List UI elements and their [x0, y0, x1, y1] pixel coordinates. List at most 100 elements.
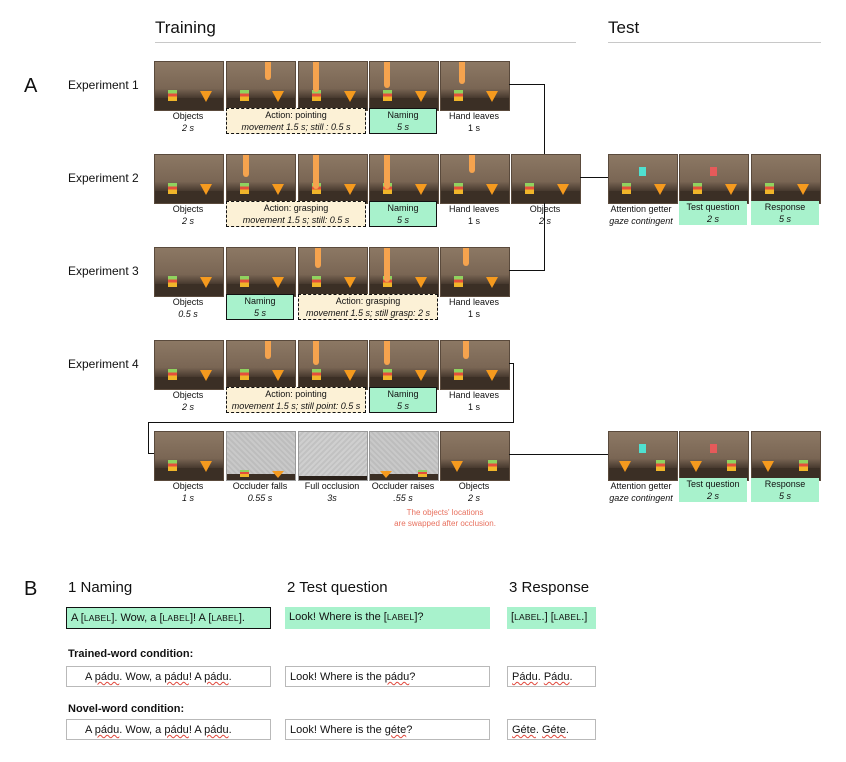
- exp3-frame-naming: [226, 247, 296, 297]
- text: ! A: [193, 612, 209, 624]
- caption-text: Action: pointing: [265, 110, 327, 120]
- connector-exp3-h: [509, 270, 545, 271]
- caption-text: Occluder raises: [371, 481, 435, 491]
- caption-text: Naming: [387, 110, 419, 120]
- caption-duration: 2 s: [181, 402, 194, 412]
- caption-duration: 2 s: [467, 493, 480, 503]
- caption-text: Response: [764, 479, 806, 489]
- swap-note-line-1: The objects' locations: [406, 508, 484, 517]
- caption-text: Hand leaves: [448, 204, 500, 214]
- caption-text: Action: grasping: [335, 296, 401, 306]
- template-naming: A [LABEL]. Wow, a [LABEL]! A [LABEL].: [66, 607, 271, 629]
- exp4-caption-naming: Naming 5 s: [369, 387, 437, 413]
- word: pádu: [164, 724, 189, 736]
- caption-text: Naming: [387, 389, 419, 399]
- text: .: [569, 671, 573, 683]
- caption-duration: 2 s: [706, 491, 719, 501]
- col-response-header: 3 Response: [509, 579, 590, 596]
- caption-duration: 1 s: [467, 402, 480, 412]
- word: Pádu: [543, 671, 570, 683]
- caption-duration: 1 s: [467, 216, 480, 226]
- text: ! A: [188, 724, 205, 736]
- novel-heading: Novel-word condition:: [68, 703, 185, 715]
- test2-frame-question: [679, 431, 749, 481]
- trained-heading: Trained-word condition:: [68, 648, 194, 660]
- caption-text: Occluder falls: [232, 481, 288, 491]
- label-token: LABEL: [162, 613, 190, 623]
- caption-text: Hand leaves: [448, 297, 500, 307]
- word: Géte: [512, 724, 536, 736]
- exp4-frame-occluder-raises: [369, 431, 439, 481]
- connector-exp1-h: [509, 84, 545, 85]
- exp2-frame-action-2: [298, 154, 368, 204]
- exp3-caption-action: Action: grasping movement 1.5 s; still gr…: [298, 294, 438, 320]
- caption-duration: 5 s: [778, 214, 791, 224]
- exp3-frame-objects: [154, 247, 224, 297]
- text: . Wow, a: [119, 724, 165, 736]
- test-header: Test: [608, 18, 640, 37]
- caption-text: Full occlusion: [304, 481, 360, 491]
- exp4-frame-full-occlusion: [298, 431, 368, 481]
- exp4-frame-hand-leaves: [440, 340, 510, 390]
- text: . Wow, a: [119, 671, 165, 683]
- connector-exp3-v: [544, 203, 545, 271]
- caption-duration: 5 s: [778, 491, 791, 501]
- exp1-frame-action: [226, 61, 296, 111]
- caption-duration: 2 s: [706, 214, 719, 224]
- word: géte: [384, 724, 407, 736]
- training-rule: [155, 42, 576, 43]
- caption-text: Hand leaves: [448, 390, 500, 400]
- text: Look! Where is the: [290, 724, 385, 736]
- caption-text: Response: [764, 202, 806, 212]
- trained-response: Pádu. Pádu.: [507, 666, 596, 687]
- text: ?: [406, 724, 413, 736]
- connector-wrap-b: [513, 363, 514, 423]
- experiment-1-label: Experiment 1: [68, 78, 139, 92]
- swap-note-line-2: are swapped after occlusion.: [394, 519, 496, 528]
- text: Look! Where is the: [289, 611, 384, 623]
- exp4-frame-action: [226, 340, 296, 390]
- col-question-header: 2 Test question: [287, 579, 388, 596]
- caption-text: Hand leaves: [448, 111, 500, 121]
- caption-text: Attention getter: [610, 481, 672, 491]
- exp2-frame-hand-leaves: [440, 154, 510, 204]
- experiment-2-label: Experiment 2: [68, 171, 139, 185]
- caption-text: Naming: [387, 203, 419, 213]
- exp3-frame-hand-leaves: [440, 247, 510, 297]
- text: A: [85, 724, 95, 736]
- caption-text: Test question: [686, 479, 740, 489]
- caption-duration: 5 s: [396, 401, 409, 411]
- caption-duration: 1 s: [467, 309, 480, 319]
- exp2-frame-naming: [369, 154, 439, 204]
- caption-duration: 5 s: [396, 122, 409, 132]
- label-token: LABEL: [514, 612, 542, 622]
- label-token: LABEL: [553, 612, 582, 622]
- exp1-frame-naming: [369, 61, 439, 111]
- test2-caption-response: Response 5 s: [751, 478, 819, 502]
- caption-duration: movement 1.5 s; still point: 0.5 s: [231, 401, 361, 411]
- test1-frame-response: [751, 154, 821, 204]
- caption-duration: movement 1.5 s; still grasp: 2 s: [305, 308, 431, 318]
- caption-duration: .55 s: [393, 493, 413, 503]
- text: . Wow, a: [114, 612, 160, 624]
- text: .: [565, 724, 569, 736]
- exp1-frame-objects: [154, 61, 224, 111]
- text: ?: [417, 611, 424, 623]
- panel-b-label: B: [24, 578, 38, 600]
- exp2-frame-objects: [154, 154, 224, 204]
- caption-duration: 5 s: [396, 215, 409, 225]
- exp3-frame-action: [298, 247, 368, 297]
- text: .: [541, 611, 545, 623]
- text: .: [228, 671, 232, 683]
- connector-to-test2: [509, 454, 608, 455]
- novel-question: Look! Where is the géte?: [285, 719, 490, 740]
